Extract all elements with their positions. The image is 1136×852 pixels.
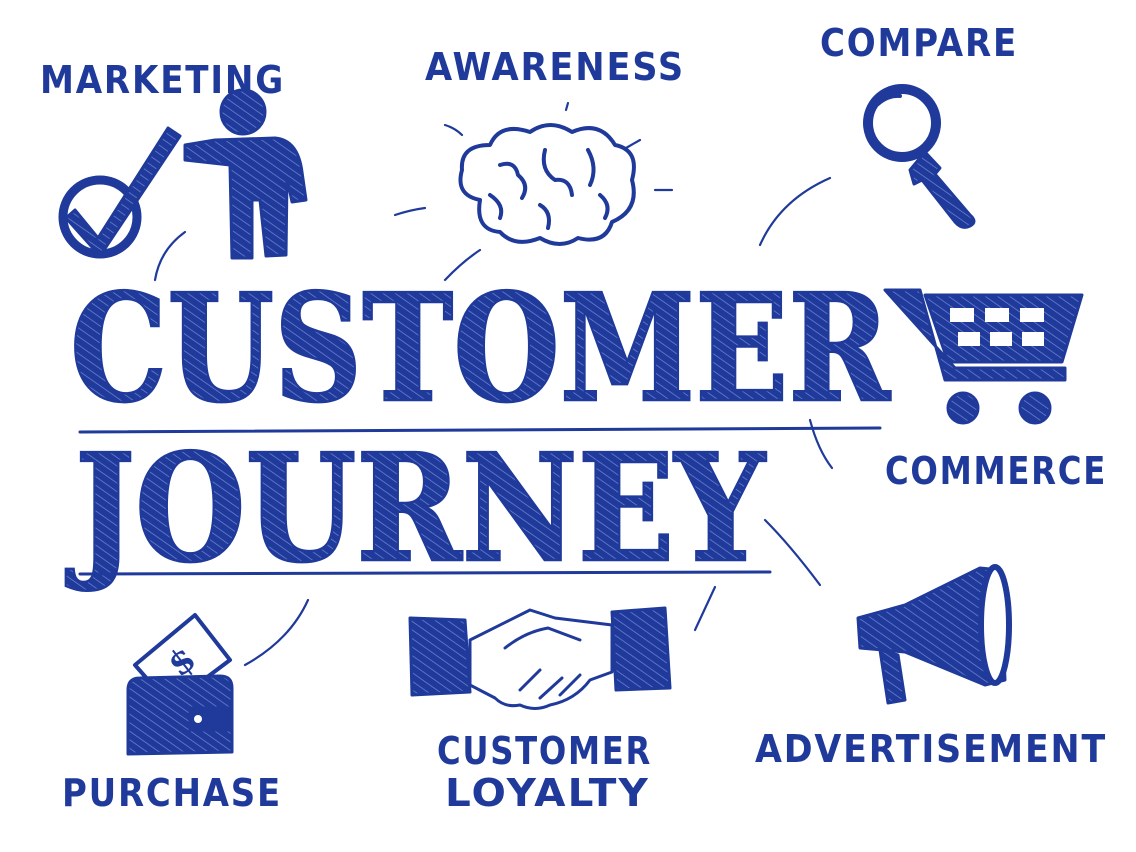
label-compare: COMPARE [820, 21, 1018, 65]
shopping-cart-icon [883, 288, 1084, 425]
label-loyalty-line1: CUSTOMER [437, 729, 652, 773]
megaphone-icon [856, 564, 1012, 705]
checkmark-icon [58, 126, 182, 259]
brain-icon [458, 123, 636, 246]
label-purchase: PURCHASE [62, 771, 282, 815]
label-loyalty-line2: LOYALTY [445, 771, 650, 815]
person-pointing-icon [183, 88, 308, 260]
label-awareness: AWARENESS [425, 45, 685, 89]
connector-lines [153, 101, 834, 667]
title-underline-top [78, 426, 882, 434]
label-commerce: COMMERCE [885, 449, 1107, 493]
wallet-icon: $ [126, 613, 234, 756]
title-journey: JOURNEY [66, 421, 767, 595]
title-underline-bottom [78, 570, 772, 576]
label-advertisement: ADVERTISEMENT [755, 727, 1107, 771]
magnifier-icon [863, 84, 976, 229]
title-customer: CUSTOMER [70, 261, 891, 435]
handshake-icon [408, 606, 672, 710]
